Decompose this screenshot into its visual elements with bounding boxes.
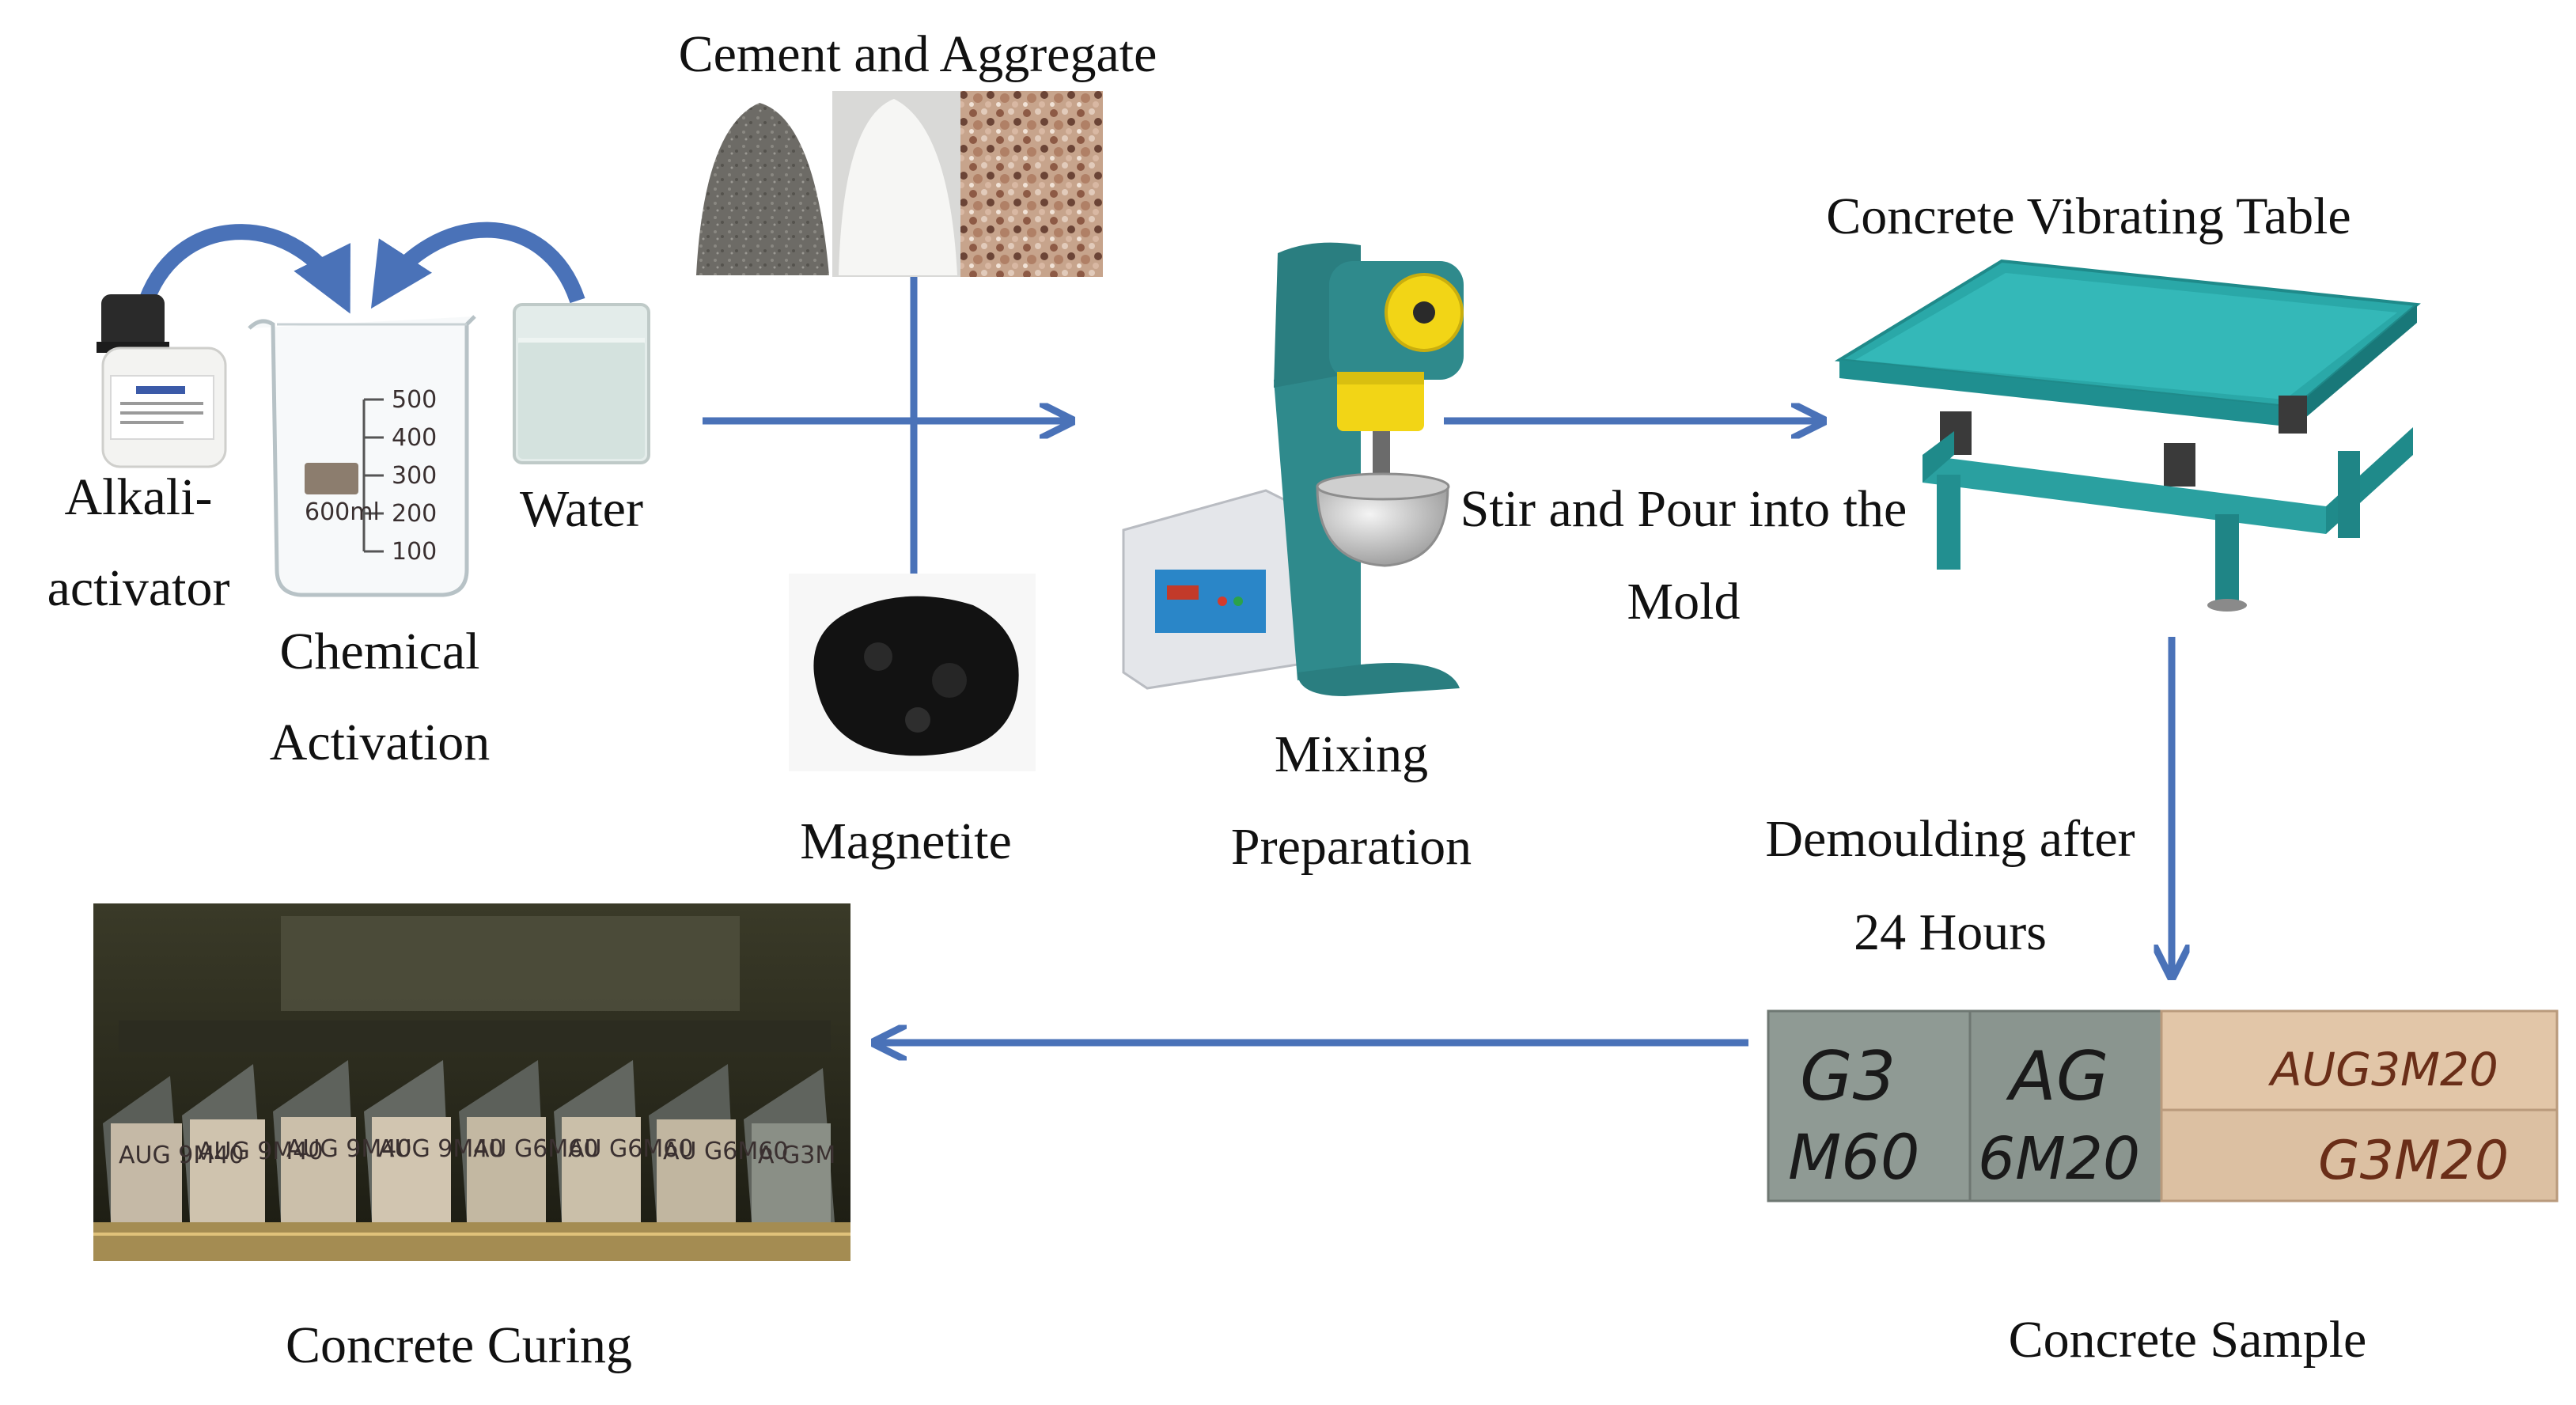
label-alkali-activator: activator [47,559,230,617]
curing-tag: AU G6M60 [663,1138,788,1165]
curing-tag: AUG 9M40 [119,1142,244,1169]
label-mixing-preparation: Preparation [1231,818,1472,876]
alkali-bottle-image [97,294,227,468]
vibrating-table-image [1834,259,2421,612]
label-concrete-curing: Concrete Curing [286,1316,632,1374]
label-chemical-activation: Activation [270,714,491,771]
label-magnetite: Magnetite [800,812,1012,870]
curing-tag: AU G6M60 [473,1135,598,1163]
arrows [138,222,2172,1043]
sample-label: G3 [1800,1037,1896,1116]
label-stir-pour: Mold [1627,573,1740,631]
curing-tag: AUG 9M40 [198,1138,323,1165]
label-cement-aggregate: Cement and Aggregate [679,25,1157,83]
label-water: Water [520,480,643,538]
magnetite-image [789,574,1036,771]
label-concrete-sample: Concrete Sample [2009,1311,2367,1369]
beaker-scale [362,398,384,553]
beaker-image: 500 400 300 200 100 600ml [248,315,476,597]
sample-label: AUG3M20 [2267,1043,2498,1096]
label-demoulding: Demoulding after [1765,810,2135,868]
sample-label: 6M20 [1978,1125,2140,1193]
arrow-water-to-beaker [370,222,585,309]
label-alkali-activator: Alkali- [65,468,213,526]
curing-tag: AUG 9M40 [378,1135,503,1163]
beaker-tick: 200 [392,500,437,528]
cement-aggregate-image [690,91,1103,277]
curing-tag: A G3M [758,1142,835,1169]
curing-tag: AUG 9M40 [286,1135,411,1163]
label-mixing-preparation: Mixing [1275,725,1428,783]
label-chemical-activation: Chemical [280,623,480,680]
sample-label: AG [2006,1037,2108,1116]
concrete-curing-image: AUG 9M40 AUG 9M40 AUG 9M40 AUG 9M40 AU G… [93,903,850,1261]
sample-label: M60 [1788,1123,1920,1194]
beaker-tick: 100 [392,538,437,566]
curing-tag: AU G6M60 [568,1135,693,1163]
label-demoulding: 24 Hours [1854,903,2047,961]
arrow-alkali-to-beaker [138,224,350,314]
label-vibrating-table: Concrete Vibrating Table [1826,187,2351,245]
sample-label: G3M20 [2318,1130,2509,1192]
beaker-tick: 400 [392,424,437,452]
label-stir-pour: Stir and Pour into the [1460,480,1907,538]
concrete-sample-image: G3 M60 AG 6M20 AUG3M20 G3M20 [1767,1009,2559,1202]
mixer-image [1122,242,1464,696]
curing-blocks [103,1060,835,1222]
water-jar-image [513,303,650,464]
beaker-volume: 600ml [305,498,380,526]
beaker-tick: 500 [392,386,437,414]
labels: Cement and Aggregate Alkali- activator W… [47,25,2367,1374]
beaker-tick: 300 [392,462,437,490]
